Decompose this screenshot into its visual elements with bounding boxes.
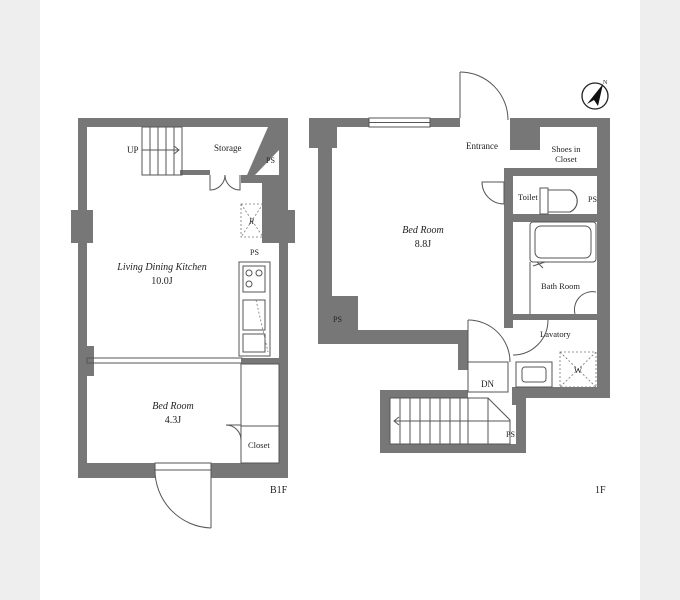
kitchen-counter <box>238 261 271 357</box>
ldk-name: Living Dining Kitchen <box>116 262 206 273</box>
b1f-walls <box>71 118 295 478</box>
1f-window <box>368 117 431 128</box>
1f-ps-stair-label: PS <box>506 430 515 439</box>
entrance-label: Entrance <box>466 141 498 151</box>
b1f-floor-label: B1F <box>270 485 288 496</box>
b1f-bedroom-size: 4.3J <box>165 415 182 426</box>
b1f-r-label: R <box>248 217 254 226</box>
b1f-storage-doors <box>209 174 241 191</box>
1f-plan: N Entrance Shoes in Closet Toilet PS Bed… <box>309 71 610 496</box>
bath-room-label: Bath Room <box>541 281 580 291</box>
floor-plan-drawing: UP Storage PS R PS Living Dining Kitchen… <box>71 71 610 529</box>
shoes-closet-label-1: Shoes in <box>551 144 581 154</box>
b1f-up-label: UP <box>127 145 139 155</box>
toilet-label: Toilet <box>518 192 538 202</box>
1f-stair <box>389 361 511 445</box>
1f-entrance-door <box>459 71 509 121</box>
shoes-closet-label-2: Closet <box>555 154 577 164</box>
lavatory-label: Lavatory <box>540 329 571 339</box>
north-arrow-icon: N <box>581 80 609 110</box>
1f-bedroom-name: Bed Room <box>402 225 443 236</box>
dn-label: DN <box>481 379 494 389</box>
compass-letter: N <box>603 80 608 86</box>
b1f-plan: UP Storage PS R PS Living Dining Kitchen… <box>71 118 295 529</box>
ldk-size: 10.0J <box>151 276 173 287</box>
washer-label: W <box>574 365 582 375</box>
b1f-bedroom-name: Bed Room <box>152 401 193 412</box>
toilet-fixture <box>481 181 578 215</box>
1f-bedroom-door <box>467 319 511 363</box>
b1f-storage-label: Storage <box>214 143 242 153</box>
1f-ps-toilet-label: PS <box>588 195 597 204</box>
1f-bedroom-size: 8.8J <box>415 239 432 250</box>
1f-walls <box>309 118 610 453</box>
bathtub <box>529 221 597 315</box>
b1f-ps-top-label: PS <box>266 156 275 165</box>
b1f-stair <box>141 126 183 176</box>
b1f-ps-mid-label: PS <box>250 248 259 257</box>
b1f-closet <box>225 363 280 464</box>
b1f-closet-label: Closet <box>248 440 270 450</box>
refrigerator-space <box>240 203 264 238</box>
1f-ps-left-label: PS <box>333 315 342 324</box>
1f-floor-label: 1F <box>595 485 606 496</box>
lavatory-fixtures <box>512 319 597 388</box>
floor-plan-sheet: UP Storage PS R PS Living Dining Kitchen… <box>40 0 640 600</box>
b1f-door <box>154 462 212 529</box>
